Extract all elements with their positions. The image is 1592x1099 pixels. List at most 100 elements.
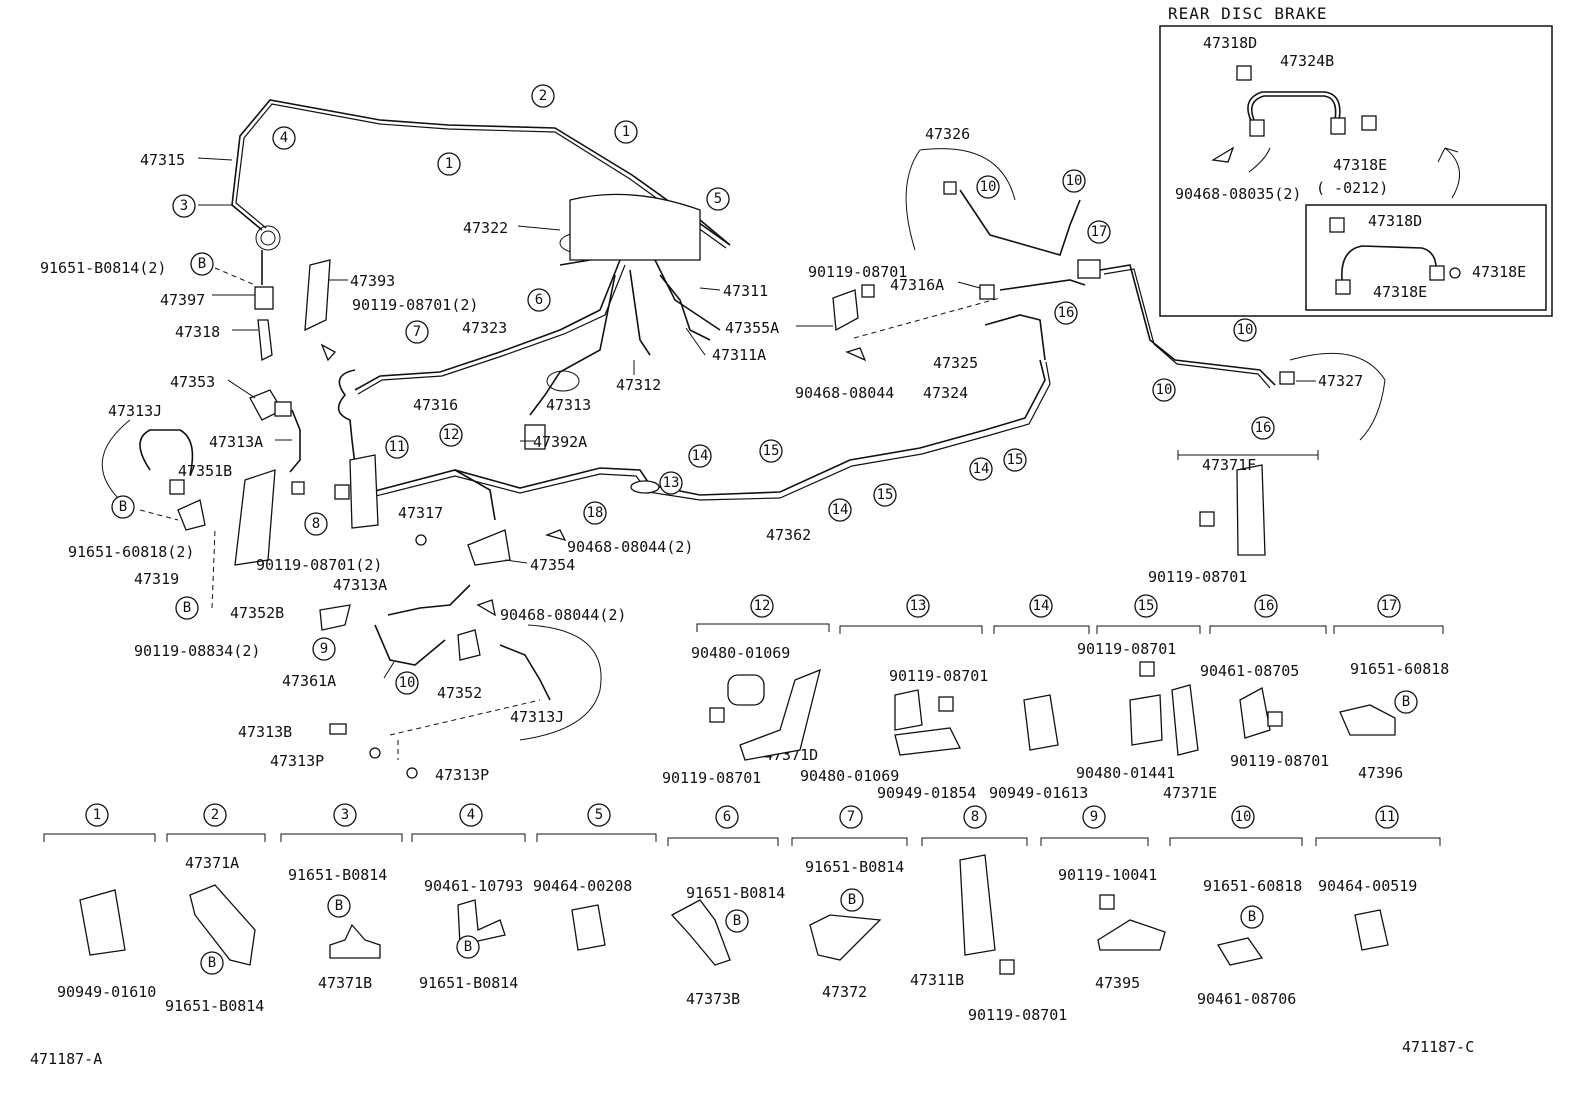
part-label: 90119-08701	[1148, 568, 1247, 586]
callout-circle: 10	[1152, 378, 1176, 402]
part-label: 47371F	[1202, 456, 1256, 474]
callout-circle: 8	[304, 512, 328, 536]
svg-text:2: 2	[211, 807, 219, 823]
svg-text:12: 12	[443, 427, 460, 443]
part-label: 47325	[933, 354, 978, 372]
svg-text:47373B: 47373B	[686, 990, 740, 1008]
tube-47313	[529, 274, 616, 416]
caliper-fitting-icon	[319, 604, 351, 631]
b-marker: B	[190, 252, 214, 276]
clip-icon	[1216, 937, 1264, 966]
washer-icon	[369, 747, 381, 759]
svg-text:90119-08701: 90119-08701	[1077, 640, 1176, 658]
inset-label: 90468-08035(2)	[1175, 185, 1301, 203]
svg-text:12: 12	[754, 598, 771, 614]
inset-fitting-icon	[1429, 265, 1445, 281]
clip-icon	[544, 529, 567, 542]
inset-frame	[1159, 25, 1553, 317]
callout-circle: 12	[439, 423, 463, 447]
inset-hose-upper	[1247, 91, 1341, 129]
detail-group-2: 2 47371A B 91651-B0814	[165, 803, 266, 1015]
leader	[227, 379, 256, 399]
svg-text:90119-08701: 90119-08701	[968, 1006, 1067, 1024]
svg-text:91651-B0814: 91651-B0814	[165, 997, 264, 1015]
svg-text:14: 14	[692, 448, 709, 464]
svg-text:5: 5	[714, 191, 722, 207]
callout-circle: 5	[706, 187, 730, 211]
svg-text:90461-08705: 90461-08705	[1200, 662, 1299, 680]
svg-text:47396: 47396	[1358, 764, 1403, 782]
tube-rear-right	[1099, 264, 1276, 386]
part-label: 47313A	[333, 576, 387, 594]
dashed-leader	[214, 267, 256, 286]
svg-text:5: 5	[595, 807, 603, 823]
svg-text:47395: 47395	[1095, 974, 1140, 992]
part-label: 47392A	[533, 433, 587, 451]
svg-text:10: 10	[399, 675, 416, 691]
tube-47323	[354, 259, 621, 391]
part-label: 47352B	[230, 604, 284, 622]
grommet-icon	[571, 904, 606, 951]
footer-right-code: 471187-C	[1402, 1038, 1474, 1056]
detail-group-6: 6 91651-B0814 B 47373B	[667, 805, 785, 1008]
bolt-icon	[320, 343, 337, 362]
svg-text:16: 16	[1258, 598, 1275, 614]
valve-47392a-icon	[524, 424, 546, 450]
bolt-icon	[861, 284, 875, 298]
front-tube-line	[231, 99, 731, 246]
hose-47313j-lower	[499, 644, 551, 701]
part-label: 90119-08834(2)	[134, 642, 260, 660]
fitting-icon	[943, 181, 957, 195]
inset-clip-icon	[1211, 146, 1235, 163]
part-label: 47353	[170, 373, 215, 391]
svg-text:6: 6	[535, 292, 543, 308]
wheel-arc-icon	[1289, 352, 1386, 441]
svg-text:4: 4	[467, 807, 475, 823]
grommet-icon	[1129, 694, 1163, 746]
svg-text:B: B	[464, 939, 472, 955]
bolt-icon	[1099, 894, 1115, 910]
part-label: 47393	[350, 272, 395, 290]
inset-clip-shape	[1248, 147, 1271, 173]
clip-icon	[291, 481, 305, 495]
detail-group-13: 13 90119-08701 90480-01069 90949-01854	[800, 594, 988, 802]
svg-text:91651-B0814: 91651-B0814	[288, 866, 387, 884]
callout-circle: 18	[583, 501, 607, 525]
svg-text:B: B	[183, 600, 191, 616]
part-label: 47316	[413, 396, 458, 414]
svg-text:15: 15	[877, 487, 894, 503]
part-label: 47313	[546, 396, 591, 414]
part-label: 47319	[134, 570, 179, 588]
bolt-icon	[329, 723, 347, 735]
svg-text:B: B	[1402, 694, 1410, 710]
svg-text:B: B	[733, 913, 741, 929]
svg-text:90119-08701: 90119-08701	[889, 667, 988, 685]
callout-circle: 10	[1062, 169, 1086, 193]
svg-text:90119-08701: 90119-08701	[1230, 752, 1329, 770]
bracket-line-18	[1177, 450, 1319, 460]
svg-text:15: 15	[763, 443, 780, 459]
fitting-icon	[169, 479, 185, 495]
svg-text:47371B: 47371B	[318, 974, 372, 992]
tube-47317-branch	[454, 469, 496, 521]
leader	[383, 661, 395, 679]
main-part-labels: 47315 91651-B0814(2) 47397 47318 47393 9…	[40, 125, 1363, 784]
bolt-icon	[999, 959, 1015, 975]
leader	[957, 281, 981, 289]
svg-text:8: 8	[312, 516, 320, 532]
svg-text:15: 15	[1007, 452, 1024, 468]
svg-text:90464-00519: 90464-00519	[1318, 877, 1417, 895]
bracket-47355a-icon	[832, 289, 859, 332]
dashed-leader	[139, 509, 179, 521]
master-cylinder-icon	[569, 193, 701, 261]
bolt-icon	[257, 319, 273, 362]
part-label: 90468-08044(2)	[567, 538, 693, 556]
callout-circle: 1	[437, 152, 461, 176]
part-label: 90119-08701(2)	[256, 556, 382, 574]
clamp-47371a-icon	[189, 884, 256, 966]
svg-text:B: B	[208, 955, 216, 971]
svg-text:3: 3	[180, 198, 188, 214]
svg-text:90464-00208: 90464-00208	[533, 877, 632, 895]
svg-text:11: 11	[389, 439, 406, 455]
detail-group-11: 11 90464-00519	[1315, 805, 1441, 951]
